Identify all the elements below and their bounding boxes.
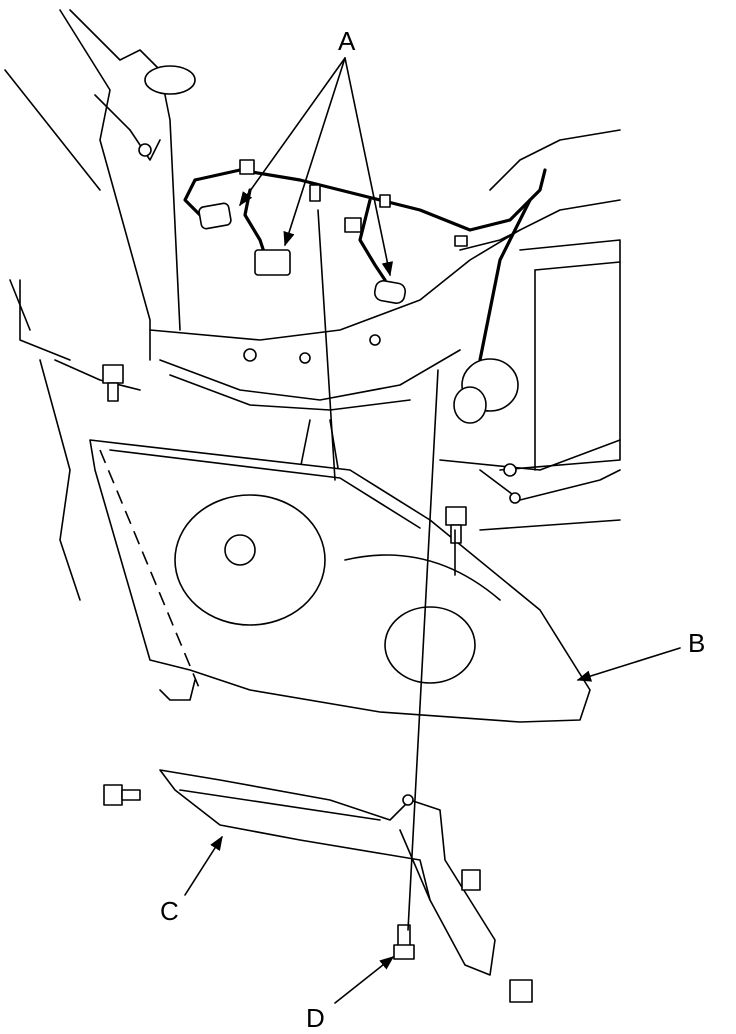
- callout-c: C: [160, 896, 179, 926]
- connector-icon: [373, 280, 407, 304]
- connector-icon: [198, 202, 232, 230]
- alignment-lines: [317, 209, 456, 931]
- headlight-icon: [89, 439, 591, 723]
- callout-leaders: [184, 57, 681, 1004]
- bolt-icon: [103, 784, 141, 806]
- callout-d: D: [306, 1003, 325, 1033]
- wire-harness: [183, 159, 547, 424]
- bolt-icon: [445, 506, 467, 544]
- vehicle-frame: [4, 9, 621, 601]
- bracket-icon: [159, 769, 496, 976]
- connector-icon: [254, 249, 291, 276]
- bolt-icon: [393, 924, 415, 960]
- bolt-icon: [509, 979, 533, 1003]
- callout-b: B: [688, 628, 706, 658]
- bolt-icon: [102, 364, 124, 402]
- callout-a: A: [338, 26, 356, 56]
- bolt-icon: [461, 869, 481, 891]
